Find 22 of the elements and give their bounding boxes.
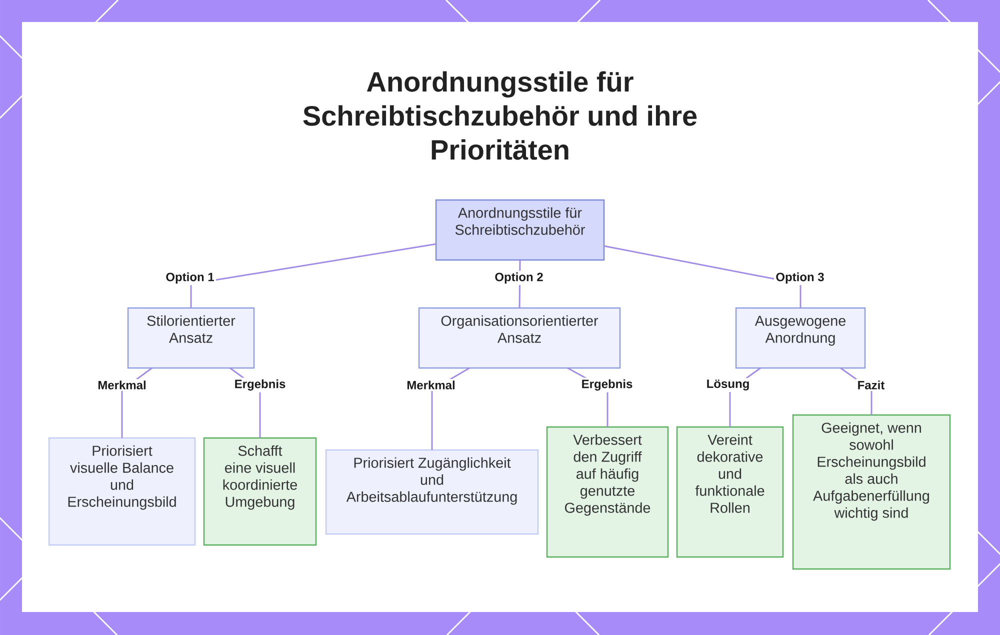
result-box: Vereint dekorative und funktionale Rollen	[676, 426, 784, 558]
option-box: Stilorientierter Ansatz	[127, 307, 255, 369]
title: Anordnungsstile für Schreibtischzubehör und ihre Prioritäten	[303, 71, 697, 160]
option-box: Ausgewogene Anordnung	[735, 307, 866, 369]
connector	[190, 243, 436, 308]
detail-box: Priorisiert visuelle Balance und Erscheinungsbild	[48, 437, 196, 546]
root-box: Anordnungsstile für Schreibtischzubehör	[435, 199, 605, 261]
edge-label: Option 2	[493, 270, 545, 286]
result-box: Schafft eine visuell koordinierte Umgebung	[203, 437, 317, 546]
result-box: Geeignet, wenn sowohl Erscheinungsbild als auch Aufgabenerfüllung wichtig sind	[792, 414, 951, 570]
edge-label: Merkmal	[96, 378, 148, 391]
option-box: Organisationsorientierter Ansatz	[418, 307, 621, 369]
result-box: Verbessert den Zugriff auf häufig genutzte Gegenstände	[546, 426, 669, 558]
edge-label: Ergebnis	[232, 378, 288, 392]
edge-label: Option 1	[164, 270, 216, 286]
detail-box: Priorisiert Zugänglichkeit und Arbeitsablaufunterstützung	[325, 449, 539, 535]
edge-label: Merkmal	[405, 378, 457, 391]
edge-label: Ergebnis	[580, 378, 634, 392]
edge-label: Option 3	[774, 270, 826, 286]
edge-label: Lösung	[704, 378, 752, 392]
connector	[604, 245, 802, 308]
edge-label: Fazit	[856, 378, 886, 391]
